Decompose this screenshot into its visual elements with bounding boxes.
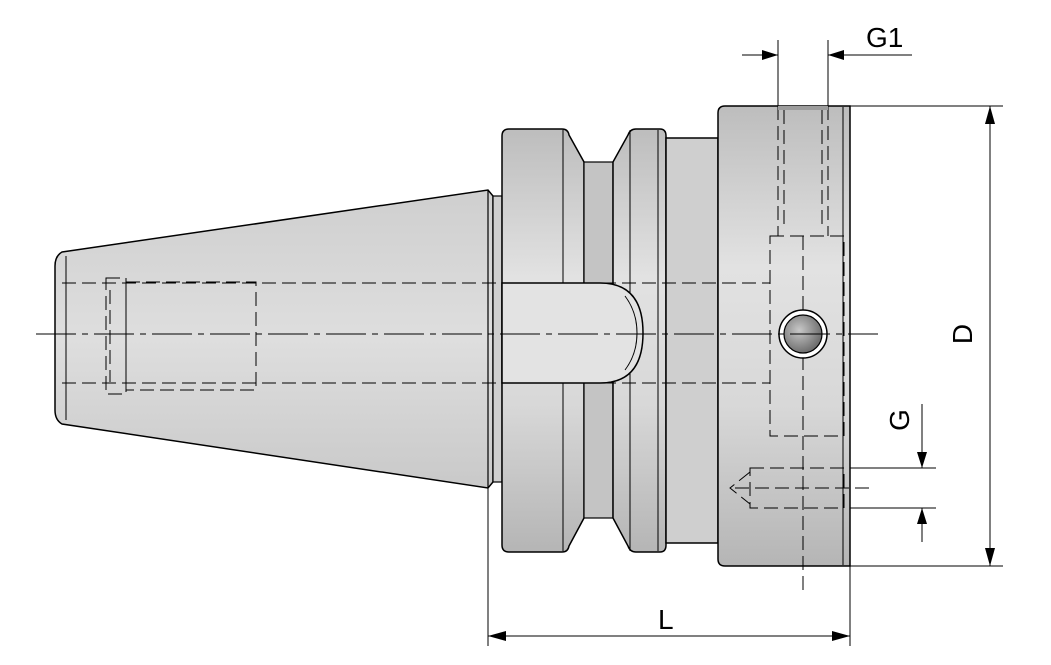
taper-shank — [54, 189, 494, 489]
dimension-g1 — [742, 40, 912, 106]
dimension-l — [487, 488, 851, 646]
flange-neck — [492, 195, 503, 483]
dimension-g — [850, 404, 936, 542]
clamp-screw-top — [778, 106, 828, 110]
dimension-g1-label: G1 — [866, 22, 904, 53]
dimension-d — [850, 105, 1003, 567]
dimension-l-label: L — [658, 604, 674, 635]
key-slot — [501, 282, 644, 384]
collar — [665, 137, 719, 544]
dimension-d-label: D — [947, 323, 979, 345]
dimension-g-label: G — [883, 409, 915, 431]
hidden-lines — [62, 106, 870, 590]
